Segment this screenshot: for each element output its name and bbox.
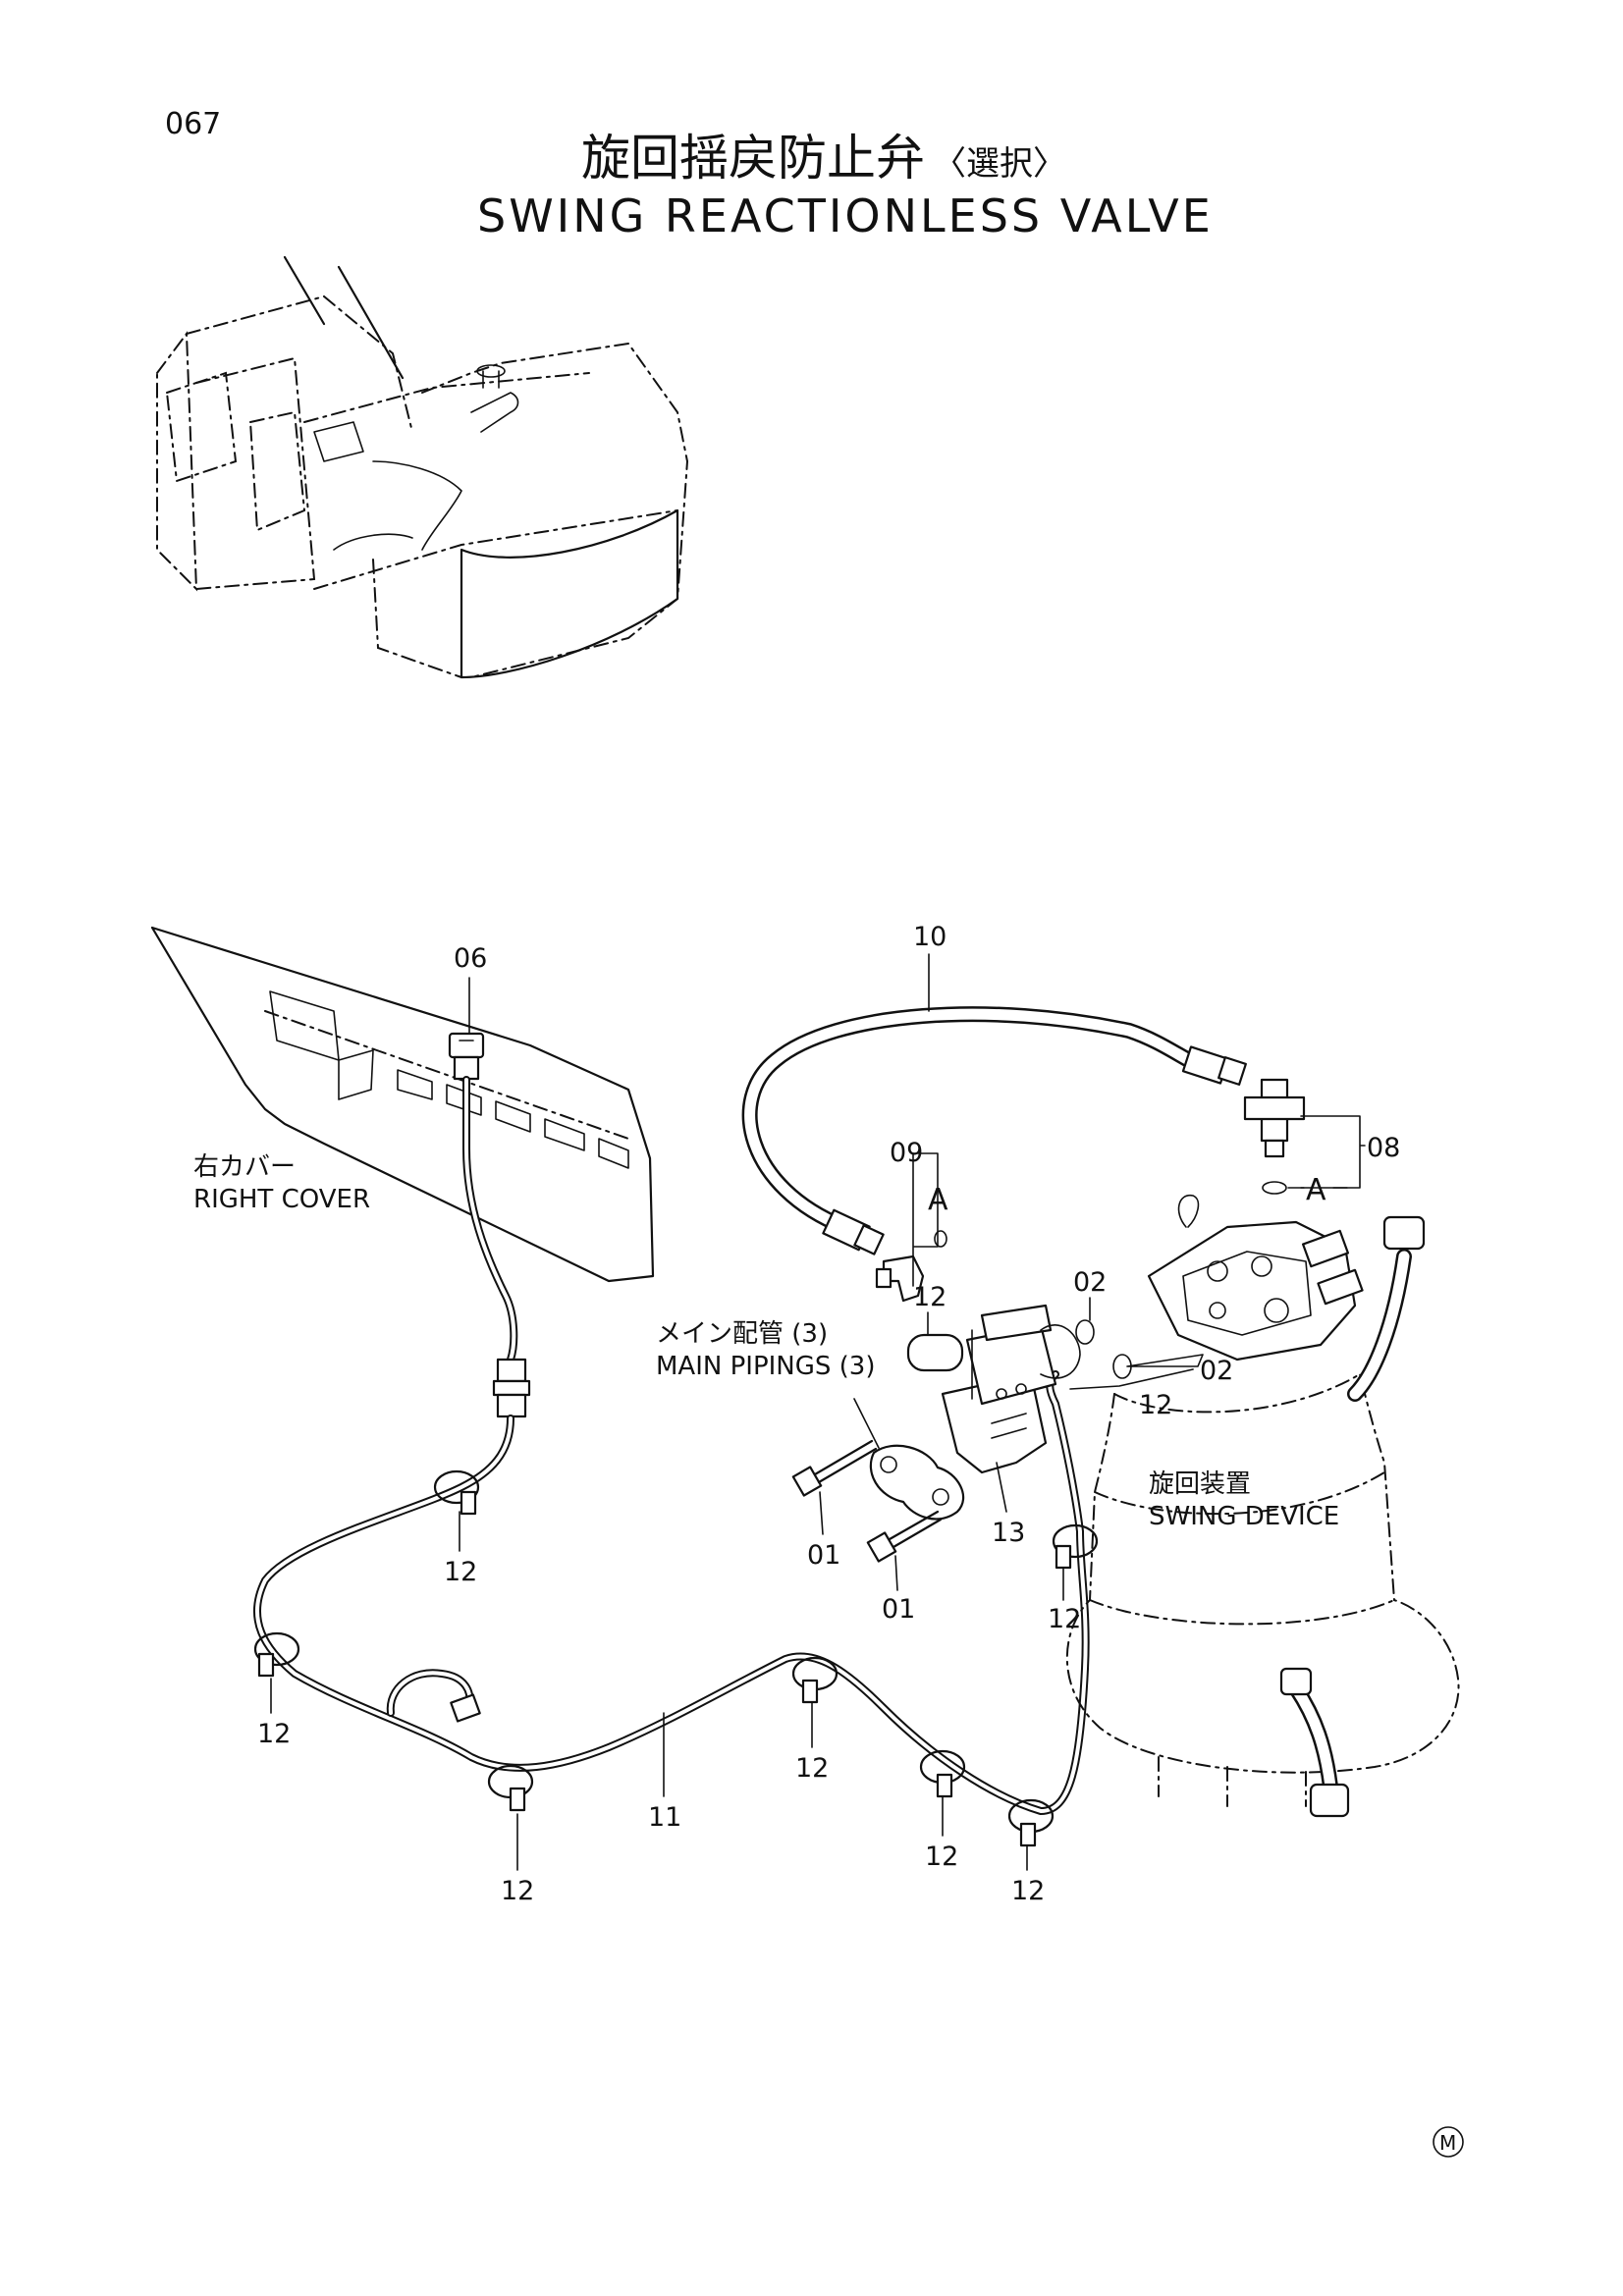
callout-12-d: 12	[795, 1753, 829, 1784]
callout-12-c: 12	[501, 1876, 534, 1906]
clip	[919, 1749, 966, 1798]
label-right-cover-jp: 右カバー	[193, 1152, 296, 1182]
title-japanese: 旋回揺戻防止弁〈選択〉	[581, 130, 1066, 187]
footer-mark-letter: M	[1439, 2131, 1456, 2155]
detail-marker-a-swing: A	[1306, 1173, 1326, 1207]
callout-12-e: 12	[925, 1842, 958, 1872]
reactionless-valve-13	[906, 1304, 1081, 1474]
footer-circled-m: M	[1433, 2126, 1464, 2158]
leader-lines	[270, 953, 1366, 1871]
label-swing-device-jp: 旋回装置	[1149, 1469, 1251, 1499]
callout-02-b: 02	[1200, 1356, 1233, 1386]
callout-01-a: 01	[807, 1540, 840, 1571]
callout-numbers: 06 10 08 09 02 02 12 12 12 12 12 12 12 1…	[257, 922, 1400, 1906]
clip	[791, 1656, 839, 1704]
callout-08: 08	[1367, 1133, 1400, 1163]
page-number: 067	[165, 107, 221, 141]
bolts-01	[791, 1439, 943, 1563]
excavator-overview	[156, 255, 689, 679]
callout-01-b: 01	[882, 1594, 915, 1625]
callout-02-a: 02	[1073, 1267, 1107, 1298]
swing-device	[1065, 1195, 1460, 1818]
callout-10: 10	[913, 922, 947, 952]
callout-12-a: 12	[444, 1557, 477, 1587]
detail-marker-a-valve: A	[928, 1183, 948, 1217]
clip	[487, 1764, 534, 1812]
harness-connector-06	[448, 1032, 485, 1081]
callout-12-b: 12	[257, 1719, 291, 1749]
main-pipings-flange	[869, 1444, 965, 1521]
clip	[433, 1469, 480, 1516]
clips-12	[253, 1469, 1099, 1847]
component-labels: 右カバー RIGHT COVER メイン配管 (3) MAIN PIPINGS …	[193, 1152, 1339, 1531]
title-english: SWING REACTIONLESS VALVE	[477, 189, 1214, 242]
callout-13: 13	[992, 1518, 1025, 1548]
clip	[253, 1631, 300, 1678]
label-right-cover-en: RIGHT COVER	[193, 1185, 370, 1214]
clip	[1007, 1798, 1055, 1847]
callout-09: 09	[890, 1138, 923, 1168]
callout-06: 06	[454, 943, 487, 974]
title-jp-main: 旋回揺戻防止弁	[581, 130, 925, 187]
callout-11: 11	[648, 1802, 681, 1833]
callout-12-f: 12	[1011, 1876, 1045, 1906]
callout-12-valve: 12	[913, 1282, 947, 1312]
clip	[1052, 1523, 1099, 1570]
label-main-pipings-jp: メイン配管 (3)	[656, 1319, 828, 1349]
title-jp-sub: 〈選択〉	[933, 144, 1066, 184]
hose-10	[741, 1006, 1247, 1255]
label-swing-device-en: SWING DEVICE	[1149, 1502, 1339, 1531]
right-cover	[150, 926, 655, 1283]
tee-fitting-08	[1243, 1078, 1306, 1195]
callout-12-swing: 12	[1139, 1390, 1172, 1420]
label-main-pipings-en: MAIN PIPINGS (3)	[656, 1352, 876, 1381]
callout-12-g: 12	[1048, 1604, 1081, 1634]
wire-harness-11	[252, 1076, 1090, 1815]
